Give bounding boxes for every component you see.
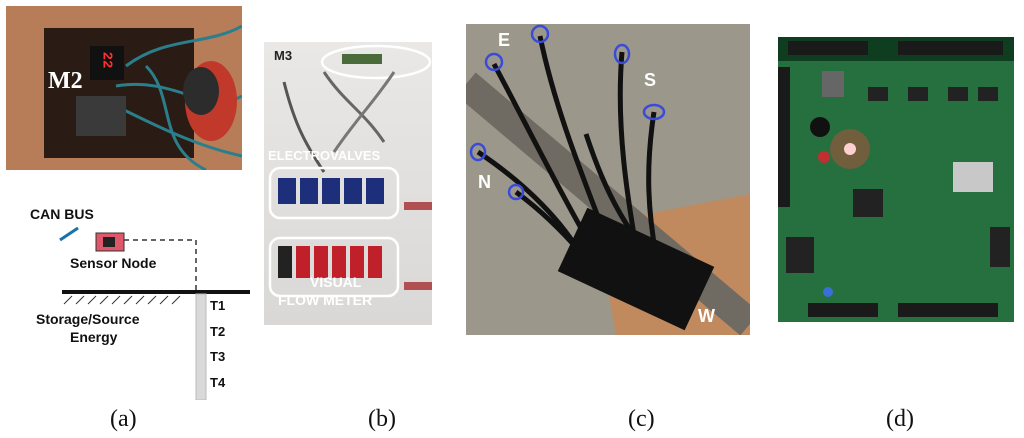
panel-b-scene	[268, 44, 432, 298]
panel-a-diagram	[59, 226, 250, 400]
sensor-markers	[469, 24, 666, 201]
dir-e-label: E	[498, 30, 511, 50]
panel-c-scene	[466, 24, 750, 335]
probe-t2: T2	[210, 324, 226, 339]
seven-seg-display	[90, 46, 124, 80]
probe-t1: T1	[210, 298, 226, 313]
panel-a-photo: M2 22	[6, 6, 242, 170]
storage-label: Storage/Source	[36, 311, 140, 327]
caption-c: (c)	[628, 406, 655, 432]
display-readout: 22	[98, 51, 115, 69]
caption-d: (d)	[886, 406, 914, 432]
buzzer	[810, 117, 830, 137]
panel-b-photo: M3 ELECTROVALVES VISUAL FLOW METER	[264, 42, 432, 325]
regulator	[822, 71, 844, 97]
probe-t3: T3	[210, 349, 226, 364]
flow-meter-box	[268, 236, 400, 298]
probe-pipe	[195, 293, 207, 400]
flow-meter-row	[278, 246, 382, 278]
m3-label: M3	[274, 48, 293, 63]
caption-b: (b)	[368, 406, 396, 432]
m3-highlight-ellipse	[320, 44, 432, 80]
dir-s-label: S	[644, 70, 657, 90]
valve-row	[278, 178, 384, 204]
panel-d-scene	[778, 37, 1014, 322]
dir-n-label: N	[478, 172, 491, 192]
dir-w-label: W	[698, 306, 715, 326]
energy-label: Energy	[70, 329, 118, 345]
electrovalves-label: ELECTROVALVES	[268, 148, 381, 163]
panel-a-scene	[6, 6, 242, 170]
electrovalves-box	[268, 166, 400, 220]
sensor-link-dashed	[124, 239, 197, 292]
sensor-module	[76, 96, 126, 136]
can-bus-line	[59, 226, 79, 242]
caption-a: (a)	[110, 406, 137, 432]
manifold	[557, 207, 715, 331]
can-bus-label: CAN BUS	[30, 206, 94, 222]
sensor-node-label: Sensor Node	[70, 255, 157, 271]
m2-label: M2	[48, 68, 83, 94]
probe-t4: T4	[210, 375, 226, 390]
visual-label: VISUAL	[310, 274, 362, 290]
terminal-blocks	[778, 41, 1003, 317]
flow-meter-label: FLOW METER	[278, 292, 373, 308]
panel-c-photo: E S N W	[466, 24, 750, 335]
chips	[786, 87, 1010, 273]
panel-d-photo	[778, 37, 1014, 322]
status-led	[844, 143, 856, 155]
